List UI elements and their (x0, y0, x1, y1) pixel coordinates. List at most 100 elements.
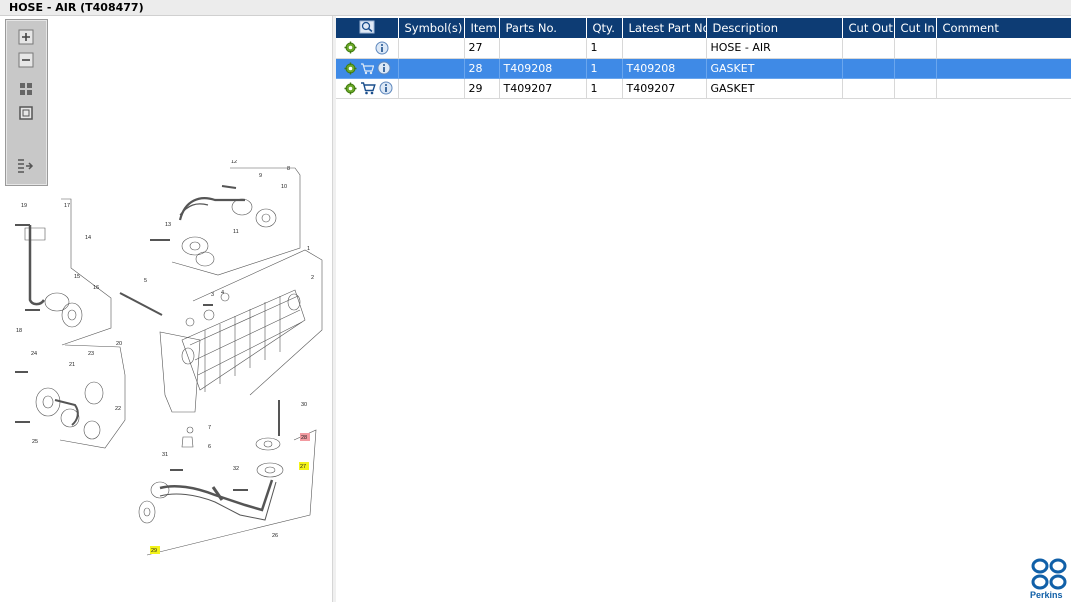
exploded-parts-diagram: 12 9 8 10 13 11 1 2 19 17 14 15 16 18 5 … (15, 160, 323, 556)
comment-cell (936, 78, 1071, 99)
list-arrow-icon (18, 159, 34, 173)
item-cell: 27 (464, 38, 500, 59)
cut-out-cell (842, 38, 895, 59)
description-cell: GASKET (706, 58, 843, 79)
comment-cell (936, 58, 1071, 79)
table-row[interactable]: 29 T409207 1 T409207 GASKET (336, 78, 1071, 99)
callout-25[interactable]: 25 (32, 439, 38, 445)
column-header-latest-part-no[interactable]: Latest Part No. (622, 18, 707, 38)
zoom-in-icon (18, 29, 34, 45)
callout-2[interactable]: 2 (311, 275, 314, 281)
row-actions (336, 38, 399, 59)
callout-26[interactable]: 26 (272, 533, 278, 539)
symbols-cell (398, 78, 465, 99)
column-header-cut-out[interactable]: Cut Out (842, 18, 895, 38)
callout-32[interactable]: 32 (233, 466, 239, 472)
callout-28-highlight (300, 433, 310, 441)
callout-24[interactable]: 24 (31, 351, 37, 357)
callout-5[interactable]: 5 (144, 278, 147, 284)
column-header-symbols[interactable]: Symbol(s) (398, 18, 465, 38)
callout-9[interactable]: 9 (259, 173, 262, 179)
fit-window-button[interactable] (16, 104, 36, 122)
callout-10[interactable]: 10 (281, 184, 287, 190)
table-row[interactable]: 27 1 HOSE - AIR (336, 38, 1071, 59)
zoom-out-icon (18, 52, 34, 68)
row-actions (336, 58, 399, 79)
gear-icon[interactable] (344, 82, 357, 95)
cut-in-cell (894, 78, 937, 99)
callout-27[interactable]: 27 (300, 464, 306, 470)
callout-12[interactable]: 12 (231, 160, 237, 165)
callout-21[interactable]: 21 (69, 362, 75, 368)
callout-labels: 12 9 8 10 13 11 1 2 19 17 14 15 16 18 5 … (16, 160, 314, 554)
search-icon (359, 20, 375, 33)
info-icon[interactable] (377, 61, 391, 75)
callout-1[interactable]: 1 (307, 246, 310, 252)
callout-14[interactable]: 14 (85, 235, 91, 241)
pane-splitter[interactable] (333, 16, 336, 602)
parts-table: Symbol(s) Item Parts No. Qty. Latest Par… (336, 18, 1071, 99)
column-header-description[interactable]: Description (706, 18, 843, 38)
callout-20[interactable]: 20 (116, 341, 122, 347)
latest-part-no-cell (622, 38, 707, 59)
table-row-selected[interactable]: 28 T409208 1 T409208 GASKET (336, 58, 1071, 79)
column-header-parts-no[interactable]: Parts No. (499, 18, 587, 38)
callout-19[interactable]: 19 (21, 203, 27, 209)
callout-4[interactable]: 4 (221, 290, 224, 296)
parts-no-cell: T409207 (499, 78, 587, 99)
qty-cell: 1 (586, 38, 623, 59)
qty-cell: 1 (586, 58, 623, 79)
callout-11[interactable]: 11 (233, 229, 239, 235)
gear-icon[interactable] (344, 41, 357, 54)
description-cell: GASKET (706, 78, 843, 99)
perkins-logo (1031, 558, 1067, 590)
square-icon (19, 106, 33, 120)
info-icon[interactable] (379, 81, 393, 95)
cut-out-cell (842, 78, 895, 99)
zoom-in-button[interactable] (16, 28, 36, 46)
callout-17[interactable]: 17 (64, 203, 70, 209)
column-header-search[interactable] (336, 18, 399, 38)
callout-15[interactable]: 15 (74, 274, 80, 280)
callout-18[interactable]: 18 (16, 328, 22, 334)
callout-13[interactable]: 13 (165, 222, 171, 228)
column-header-cut-in[interactable]: Cut In (894, 18, 937, 38)
callout-3[interactable]: 3 (211, 292, 214, 298)
callout-28[interactable]: 28 (301, 435, 307, 441)
callout-31[interactable]: 31 (162, 452, 168, 458)
callout-7[interactable]: 7 (208, 425, 211, 431)
callout-16[interactable]: 16 (93, 285, 99, 291)
cut-out-cell (842, 58, 895, 79)
gear-icon[interactable] (344, 62, 357, 75)
column-header-comment[interactable]: Comment (936, 18, 1071, 38)
table-header-row: Symbol(s) Item Parts No. Qty. Latest Par… (336, 18, 1071, 38)
column-header-qty[interactable]: Qty. (586, 18, 623, 38)
callout-29[interactable]: 29 (151, 548, 157, 554)
description-cell: HOSE - AIR (706, 38, 843, 59)
callout-8[interactable]: 8 (287, 166, 290, 172)
diagram-pane[interactable] (0, 16, 333, 602)
comment-cell (936, 38, 1071, 59)
latest-part-no-cell: T409208 (622, 58, 707, 79)
cut-in-cell (894, 38, 937, 59)
callout-6[interactable]: 6 (208, 444, 211, 450)
cart-icon[interactable] (360, 62, 374, 75)
zoom-out-button[interactable] (16, 51, 36, 69)
callout-22[interactable]: 22 (115, 406, 121, 412)
cut-in-cell (894, 58, 937, 79)
symbols-cell (398, 38, 465, 59)
item-cell: 29 (464, 78, 500, 99)
column-header-item[interactable]: Item (464, 18, 500, 38)
title-bar: HOSE - AIR (T408477) (0, 0, 1071, 16)
info-icon[interactable] (375, 41, 389, 55)
window-title: HOSE - AIR (T408477) (9, 1, 144, 14)
fit-grid-button[interactable] (16, 80, 36, 98)
callout-29-highlight (150, 546, 160, 554)
cart-icon[interactable] (360, 81, 376, 95)
list-view-button[interactable] (16, 157, 36, 175)
latest-part-no-cell: T409207 (622, 78, 707, 99)
grid-icon (20, 83, 32, 95)
callout-30[interactable]: 30 (301, 402, 307, 408)
callout-23[interactable]: 23 (88, 351, 94, 357)
